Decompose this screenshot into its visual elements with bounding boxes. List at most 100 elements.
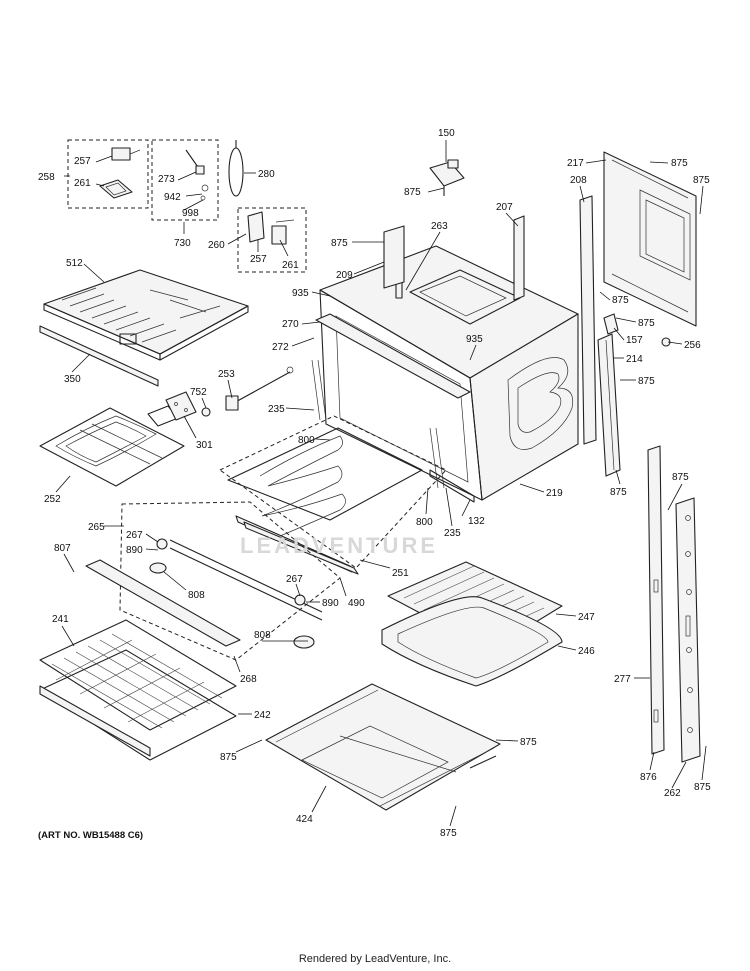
callout-252: 252 [44,494,61,505]
callout-257: 257 [74,156,91,167]
part-214-side-channel [597,333,621,477]
part-262-side-panel [675,497,701,763]
callout-260: 260 [208,240,225,251]
callout-998: 998 [182,208,199,219]
callout-242: 242 [254,710,271,721]
callout-730: 730 [174,238,191,249]
oven-cavity-assembly [311,245,579,501]
callout-132: 132 [468,516,485,527]
callout-235: 235 [268,404,285,415]
callout-875: 875 [693,175,710,186]
part-280-probe [228,140,244,197]
part-246-broiler-pan [381,596,563,687]
callout-256: 256 [684,340,701,351]
callout-875: 875 [404,187,421,198]
callout-251: 251 [392,568,409,579]
callout-350: 350 [64,374,81,385]
kit-box-730 [151,139,219,221]
callout-512: 512 [66,258,83,269]
callout-942: 942 [164,192,181,203]
callout-241: 241 [52,614,69,625]
part-512-top-panel [43,269,249,361]
callout-217: 217 [567,158,584,169]
callout-935: 935 [292,288,309,299]
callout-208: 208 [570,175,587,186]
callout-246: 246 [578,646,595,657]
callout-875: 875 [672,472,689,483]
callout-268: 268 [240,674,257,685]
callout-273: 273 [158,174,175,185]
part-350-trim-strip [39,325,159,387]
kit-box-258 [67,139,149,209]
callout-875: 875 [220,752,237,763]
callout-219: 219 [546,488,563,499]
part-241-oven-rack [39,619,237,761]
callout-277: 277 [614,674,631,685]
callout-247: 247 [578,612,595,623]
part-752-screw [201,407,211,417]
callout-280: 280 [258,169,275,180]
callout-257: 257 [250,254,267,265]
part-253-sensor [225,366,294,411]
callout-490: 490 [348,598,365,609]
part-807-rail [85,559,241,647]
kit-box-260 [237,207,307,273]
callout-808: 808 [188,590,205,601]
callout-800: 800 [298,435,315,446]
callout-253: 253 [218,369,235,380]
callout-207: 207 [496,202,513,213]
callout-270: 270 [282,319,299,330]
part-277-side-trim [647,445,665,755]
callout-265: 265 [88,522,105,533]
callout-258: 258 [38,172,55,183]
callout-890: 890 [322,598,339,609]
callout-875: 875 [638,376,655,387]
callout-301: 301 [196,440,213,451]
callout-876: 876 [640,772,657,783]
callout-875: 875 [610,487,627,498]
callout-267: 267 [126,530,143,541]
callout-890: 890 [126,545,143,556]
part-424-bottom-tray [265,683,501,811]
part-490-trim [243,521,359,575]
part-157-clip [603,313,619,335]
callout-752: 752 [190,387,207,398]
part-208-vertical-rail [579,195,597,445]
part-217-back-panel [603,151,697,327]
callout-808: 808 [254,630,271,641]
callout-875: 875 [638,318,655,329]
art-number-label: (ART NO. WB15488 C6) [38,830,144,841]
part-265-slide-kit [119,501,341,661]
part-301-bracket [165,391,197,421]
callout-875: 875 [331,238,348,249]
part-132-rack-support [429,469,475,503]
callout-875: 875 [440,828,457,839]
callout-272: 272 [272,342,289,353]
callout-209: 209 [336,270,353,281]
callout-875: 875 [612,295,629,306]
callout-875: 875 [671,158,688,169]
callout-150: 150 [438,128,455,139]
callout-424: 424 [296,814,313,825]
part-150-thermostat [429,159,465,196]
callout-labels: 150 875 217 875 875 208 207 263 875 209 … [38,128,711,839]
part-252-broil-element [39,405,185,487]
callout-214: 214 [626,354,643,365]
callout-807: 807 [54,543,71,554]
callout-262: 262 [664,788,681,799]
callout-267: 267 [286,574,303,585]
part-209-side-bracket [383,225,405,289]
callout-261: 261 [282,260,299,271]
footer-credit: Rendered by LeadVenture, Inc. [298,953,452,965]
callout-935: 935 [466,334,483,345]
callout-875: 875 [520,737,537,748]
watermark: LEADVENTURE [240,533,439,558]
callout-235: 235 [444,528,461,539]
callout-263: 263 [431,221,448,232]
part-207-rear-rail [513,215,525,301]
callout-800: 800 [416,517,433,528]
callout-875: 875 [694,782,711,793]
callout-261: 261 [74,178,91,189]
